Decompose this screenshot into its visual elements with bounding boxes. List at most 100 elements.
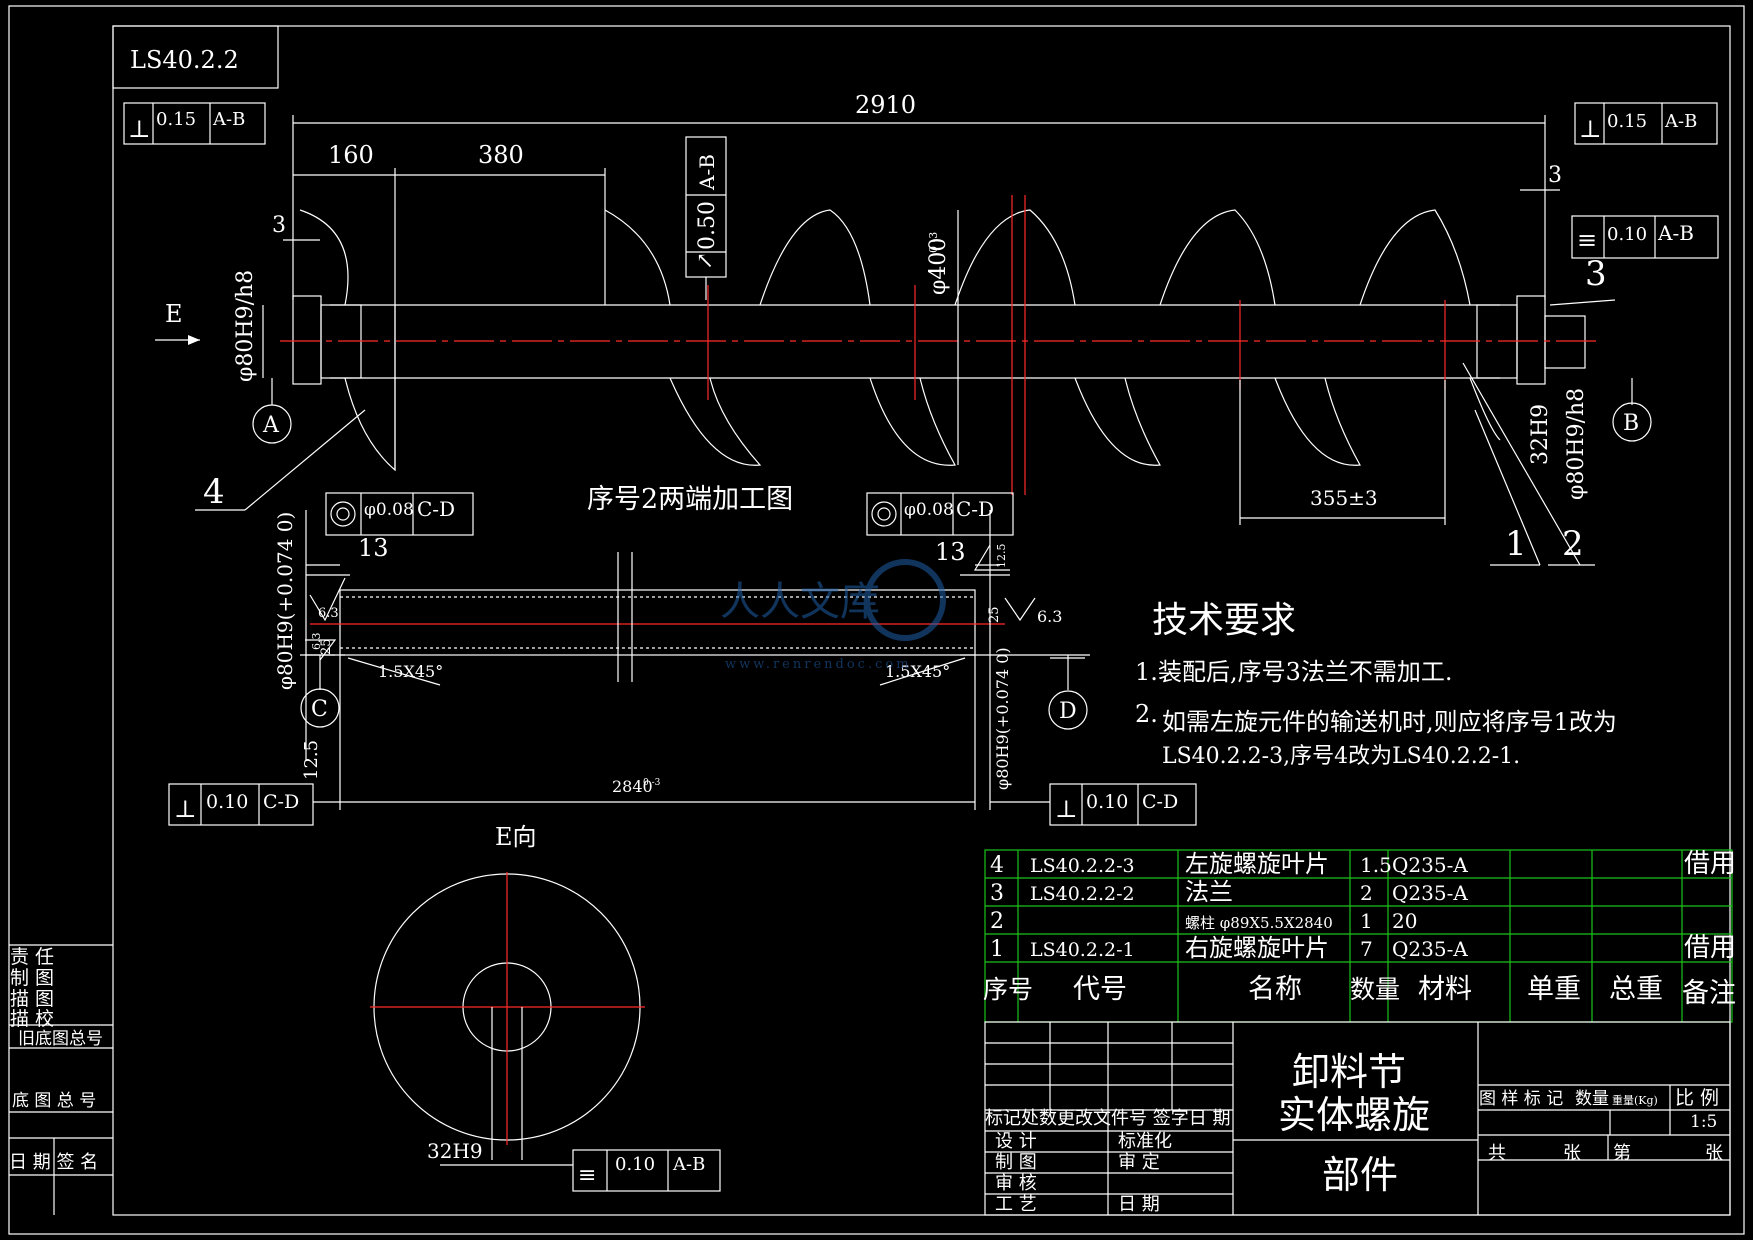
bom-cell-no: 2 [990, 909, 1004, 934]
fcf-coax-right: φ0.08 C-D [866, 492, 1014, 536]
bom-cell-note: 借用 [1684, 849, 1736, 879]
bom-cell-mat: Q235-A [1392, 853, 1468, 877]
tech-title: 技术要求 [1152, 600, 1296, 641]
datum-a: A [262, 413, 280, 438]
bom-cell-mat: 20 [1392, 909, 1417, 933]
bom-header-note: 备注 [1682, 978, 1736, 1009]
side-draw: 制 图 [10, 967, 54, 989]
drawing-number-box [112, 25, 279, 89]
roughness-left-bottom: 6.3 [310, 633, 323, 651]
bom-cell-name: 左旋螺旋叶片 [1185, 850, 1329, 878]
e-view: E向 32H9 [370, 823, 645, 1166]
roughness-left-top-symbol [309, 577, 346, 622]
tb-date: 日 期 [1118, 1194, 1160, 1215]
side-date-sign: 日 期 签 名 [9, 1152, 98, 1173]
fit-right: φ80H9/h8 [1564, 388, 1589, 500]
fcf-sym-e: ≡ 0.10 A-B [522, 1149, 721, 1192]
chamfer-right: 1.5X45° [885, 662, 950, 681]
roughness-left-top: 6.3 [318, 606, 339, 621]
blade-2-bottom [869, 377, 956, 466]
chamfer-left: 1.5X45° [378, 662, 443, 681]
dim-32H9: 32H9 [1528, 404, 1553, 465]
dim-2910: 2910 [855, 91, 916, 119]
blade-3-top [954, 209, 1076, 306]
fcf-perp-top-right: ⊥ 0.15 A-B [1574, 102, 1718, 145]
bom-cell-mat: Q235-A [1392, 881, 1468, 905]
side-old-no: 旧底图总号 [18, 1029, 103, 1049]
fit-left: φ80H9/h8 [233, 270, 258, 382]
blade-1-top [604, 209, 671, 306]
watermark-url: www.renrendoc.com [725, 657, 912, 672]
left-flange [292, 295, 322, 385]
right-flange [1516, 295, 1546, 385]
fcf-perp-top-left: ⊥ 0.15 A-B [123, 102, 266, 145]
roughness-right-bottom-symbol [1004, 597, 1036, 622]
tech-line2b: LS40.2.2-3,序号4改为LS40.2.2-1. [1162, 744, 1520, 769]
blade-2-top [759, 209, 871, 306]
balloon-1: 1 [1505, 524, 1527, 564]
svg-text:↗: ↗ [693, 252, 718, 270]
shaft-fit-left: φ80H9(+0.074 0) [273, 512, 297, 690]
svg-text:A-B: A-B [672, 1154, 705, 1175]
side-block: 责 任 制 图 描 图 描 校 旧底图总号 底 图 总 号 日 期 签 名 [9, 944, 113, 1215]
svg-text:0.10: 0.10 [615, 1154, 655, 1175]
svg-text:0.50: 0.50 [695, 201, 720, 250]
tb-draw: 制 图 [995, 1152, 1037, 1173]
fcf-coax-left: φ0.08 C-D [325, 492, 474, 536]
bom-cell-mat: Q235-A [1392, 937, 1468, 961]
dim-2840: 2840 [612, 777, 653, 796]
tb-sheets-total: 共 [1488, 1143, 1506, 1164]
blade-5-top [1359, 209, 1471, 306]
svg-text:⊥: ⊥ [174, 795, 197, 823]
svg-text:0.10: 0.10 [206, 791, 248, 813]
rev-header: 标记处数更改文件号 签字日 期 [985, 1108, 1230, 1129]
dim-400: φ400 [926, 238, 951, 295]
dim-400-tol: 0 -3 [927, 232, 940, 253]
fcf-sym-right: ≡ 0.10 A-B [1571, 215, 1719, 259]
bom-header-no: 序号 [983, 975, 1033, 1004]
datum-b: B [1623, 411, 1639, 436]
bom-header-qty: 数量 [1350, 975, 1400, 1004]
blade-left-bottom [344, 305, 396, 472]
bom-table [984, 849, 1733, 1023]
balloon-1-leader [1474, 409, 1541, 566]
svg-text:0.10: 0.10 [1086, 791, 1128, 813]
svg-text:A-B: A-B [1664, 111, 1697, 132]
tb-name3: 部件 [1322, 1153, 1398, 1197]
dim-32H9-e: 32H9 [427, 1139, 483, 1163]
main-dimensions: 2910 160 380 3 3 φ80H9/h8 φ400 0 -3 355±… [233, 91, 1589, 525]
drawing-number: LS40.2.2 [130, 46, 239, 74]
datum-d: D [1059, 699, 1077, 724]
svg-text:0.15: 0.15 [156, 109, 196, 130]
tb-craft: 工 艺 [995, 1194, 1037, 1215]
main-annotations: E A B 4 1 2 3 [155, 254, 1652, 566]
roughness-right-bottom: 6.3 [1037, 607, 1062, 626]
balloon-4-leader [244, 409, 366, 511]
svg-text:0.10: 0.10 [1607, 224, 1647, 245]
svg-text:A-B: A-B [695, 154, 719, 191]
datum-c-circle [300, 688, 340, 728]
dim-380: 380 [478, 141, 524, 169]
detail-title: 序号2两端加工图 [587, 484, 793, 515]
bom-header: 序号 代号 名称 数量 材料 单重 总重 备注 [983, 974, 1736, 1009]
blade-left-top [299, 209, 349, 306]
tb-scale-header: 比 例 [1675, 1087, 1719, 1109]
balloon-3-leader [1549, 299, 1616, 306]
dim-3-left: 3 [272, 213, 286, 238]
shaft-detail-view: 2840 0 -3 13 13 1.5X45° 1.5X45° 25 25 φ8… [273, 510, 1090, 810]
bom-cell-no: 4 [990, 853, 1004, 878]
detail-shaft-outline [339, 589, 976, 656]
tb-name2: 实体螺旋 [1278, 1093, 1430, 1137]
tech-line1: 装配后,序号3法兰不需加工. [1158, 658, 1453, 686]
datum-b-circle [1612, 402, 1652, 442]
bom-header-unit: 单重 [1527, 974, 1581, 1005]
bom-cell-qty: 7 [1360, 937, 1373, 961]
tech-line2-num: 2. [1135, 700, 1158, 728]
dim-12-5: 12.5 [301, 740, 322, 780]
bom-cell-name: 螺柱 φ89X5.5X2840 [1185, 914, 1333, 932]
tech-line1-num: 1. [1135, 658, 1158, 686]
watermark-logo-icon [864, 559, 946, 641]
fcf-perp-bottom-left: ⊥ 0.10 C-D [168, 783, 340, 826]
blade-4-top [1159, 209, 1276, 306]
